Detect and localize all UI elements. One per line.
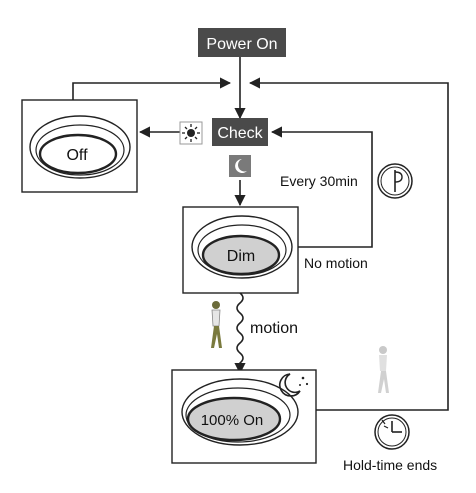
moon-icon	[279, 373, 309, 397]
dim-node: Dim	[182, 206, 299, 294]
connectors	[72, 57, 449, 411]
edge-holdtime-loop	[248, 77, 449, 411]
full-on-label: 100% On	[201, 412, 264, 429]
clock-icon	[374, 414, 410, 450]
person-walking-icon	[211, 301, 222, 348]
power-on-node: Power On	[198, 28, 286, 57]
off-node: Off	[21, 99, 138, 193]
motion-label: motion	[250, 320, 298, 337]
hold-time-ends-label: Hold-time ends	[343, 457, 437, 473]
clock-icon	[377, 163, 413, 199]
moon-icon	[229, 155, 251, 177]
every-30min-label: Every 30min	[280, 173, 358, 189]
edge-dim-check-loop	[270, 126, 373, 248]
edge-motion	[234, 292, 246, 375]
no-motion-label: No motion	[304, 255, 368, 271]
off-label: Off	[66, 147, 88, 164]
power-on-label: Power On	[206, 36, 277, 53]
sun-icon	[179, 121, 203, 145]
full-on-node: 100% On	[171, 369, 317, 464]
dim-label: Dim	[227, 248, 255, 265]
edge-off-rail	[72, 77, 232, 100]
check-node: Check	[212, 118, 268, 146]
check-label: Check	[217, 125, 263, 142]
person-walking-icon	[378, 346, 389, 393]
